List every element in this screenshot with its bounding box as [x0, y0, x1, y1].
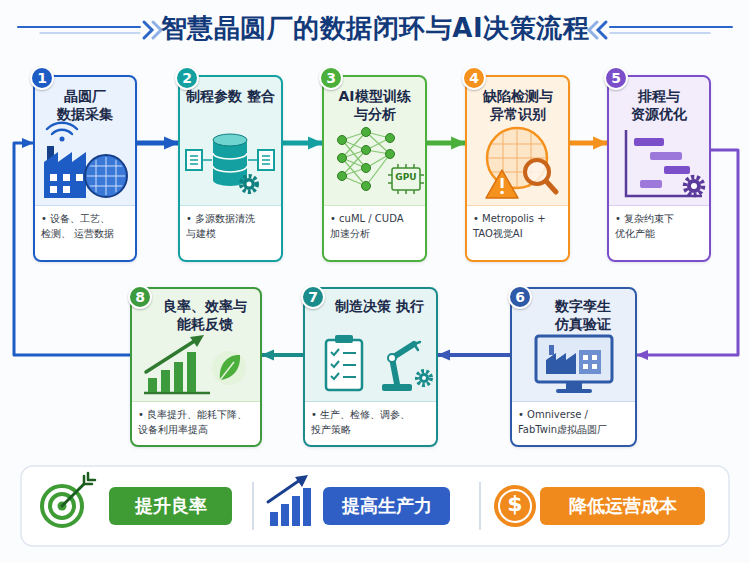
card-description: • 生产、检修、调参、 投产策略 [308, 407, 433, 437]
coin-icon [494, 485, 536, 527]
target-icon [62, 484, 84, 506]
productivity-icon [292, 496, 300, 526]
card-description: • 复杂约束下 优化产能 [612, 211, 706, 241]
card-divider [324, 205, 425, 206]
callout-number: 6 [515, 289, 525, 305]
productivity-icon [270, 512, 278, 526]
card-divider [35, 205, 135, 206]
process-card: 晶圆厂 数据采集• 设备、工艺、检测、 运营数据1 [33, 75, 137, 262]
benefit-text: 提升良率 [135, 494, 207, 518]
benefit-band [21, 466, 729, 546]
coin-icon [499, 490, 531, 522]
step-number: 5 [604, 66, 628, 90]
callout-number: 7 [308, 289, 318, 305]
callout-number: 1 [37, 70, 47, 86]
flow-arrow [637, 150, 738, 355]
card-divider [512, 401, 635, 402]
card-description: • Omniverse / FabTwin虚拟晶圆厂 [515, 407, 632, 437]
card-description: • Metropolis + TAO视觉AI [470, 211, 565, 241]
productivity-icon [303, 488, 311, 526]
process-card: 制造决策 执行 • 生产、检修、调参、 投产策略 7 [303, 287, 438, 447]
benefit-pill: 降低运营成本 [540, 487, 705, 525]
title-decoration [589, 22, 597, 38]
productivity-icon [268, 480, 300, 502]
target-icon [50, 494, 74, 518]
benefit-pill: 提高生产力 [323, 487, 450, 525]
process-card: 排程与 资源优化• 复杂约束下 优化产能5 [607, 75, 711, 262]
target-icon [42, 486, 82, 526]
card-title: 制造决策 执行 [327, 297, 432, 315]
productivity-icon [281, 504, 289, 526]
step-number: 7 [301, 285, 325, 309]
card-title: 排程与 资源优化 [612, 87, 706, 123]
productivity-icon [295, 475, 308, 487]
diagram-title: 智慧晶圆厂的数据闭环与AI决策流程 [0, 8, 750, 48]
card-description: • cuML / CUDA 加速分析 [327, 211, 422, 241]
coin-icon [494, 485, 536, 527]
callout-number: 4 [469, 70, 479, 86]
title-decoration [610, 26, 732, 28]
title-decoration [153, 22, 161, 38]
process-card: 良率、效率与 能耗反馈 • 良率提升、能耗下降、 设备利用率提高 8 [130, 287, 262, 447]
callout-number: 5 [611, 70, 621, 86]
process-card: 缺陷检测与 异常识别• Metropolis + TAO视觉AI4 [465, 75, 570, 262]
productivity-icon [268, 475, 311, 526]
target-icon [42, 473, 95, 526]
target-icon [84, 473, 95, 484]
card-title: AI模型训练 与分析 [327, 87, 422, 123]
card-title: 数字孪生 仿真验证 [534, 297, 631, 333]
step-number: 8 [128, 285, 152, 309]
flow-arrow [137, 141, 178, 146]
step-number: 1 [30, 66, 54, 90]
process-card: AI模型训练 与分析• cuML / CUDA 加速分析3 [322, 75, 427, 262]
step-number: 2 [175, 66, 199, 90]
title-decoration [610, 32, 710, 33]
card-divider [132, 401, 260, 402]
card-divider [467, 205, 568, 206]
card-title: 缺陷检测与 异常识别 [470, 87, 565, 123]
callout-number: 3 [326, 70, 336, 86]
title-decoration [144, 22, 152, 38]
benefit-text: 降低运营成本 [569, 494, 677, 518]
benefit-band [252, 482, 254, 530]
benefit-pill: 提升良率 [109, 487, 232, 525]
card-description: • 多源数据清洗 与建模 [183, 211, 278, 241]
target-icon [58, 502, 67, 511]
benefit-band [479, 482, 481, 530]
card-divider [609, 205, 709, 206]
card-title: 晶圆厂 数据采集 [38, 87, 132, 123]
card-title: 制程参数 整合 [183, 87, 278, 105]
card-title: 良率、效率与 能耗反馈 [154, 297, 256, 333]
flow-arrow [570, 141, 607, 146]
step-number: 6 [508, 285, 532, 309]
card-description: • 良率提升、能耗下降、 设备利用率提高 [135, 407, 257, 437]
card-description: • 设备、工艺、检测、 运营数据 [38, 211, 132, 241]
flow-arrow [262, 353, 303, 357]
flow-arrow [283, 141, 322, 146]
title-decoration [40, 32, 140, 33]
step-number: 3 [319, 66, 343, 90]
card-divider [180, 205, 281, 206]
callout-number: 8 [135, 289, 145, 305]
currency-symbol: $ [495, 492, 535, 516]
flow-arrow [438, 353, 510, 357]
flow-arrow [14, 143, 130, 355]
flow-arrow [427, 141, 465, 146]
benefit-text: 提高生产力 [342, 494, 432, 518]
step-number: 4 [462, 66, 486, 90]
title-decoration [18, 26, 140, 28]
benefit-band [21, 466, 729, 546]
title-decoration [598, 22, 606, 38]
callout-number: 2 [182, 70, 192, 86]
card-divider [305, 401, 436, 402]
process-card: 制程参数 整合• 多源数据清洗 与建模2 [178, 75, 283, 262]
process-card: 数字孪生 仿真验证 • Omniverse / FabTwin虚拟晶圆厂 6 [510, 287, 637, 447]
